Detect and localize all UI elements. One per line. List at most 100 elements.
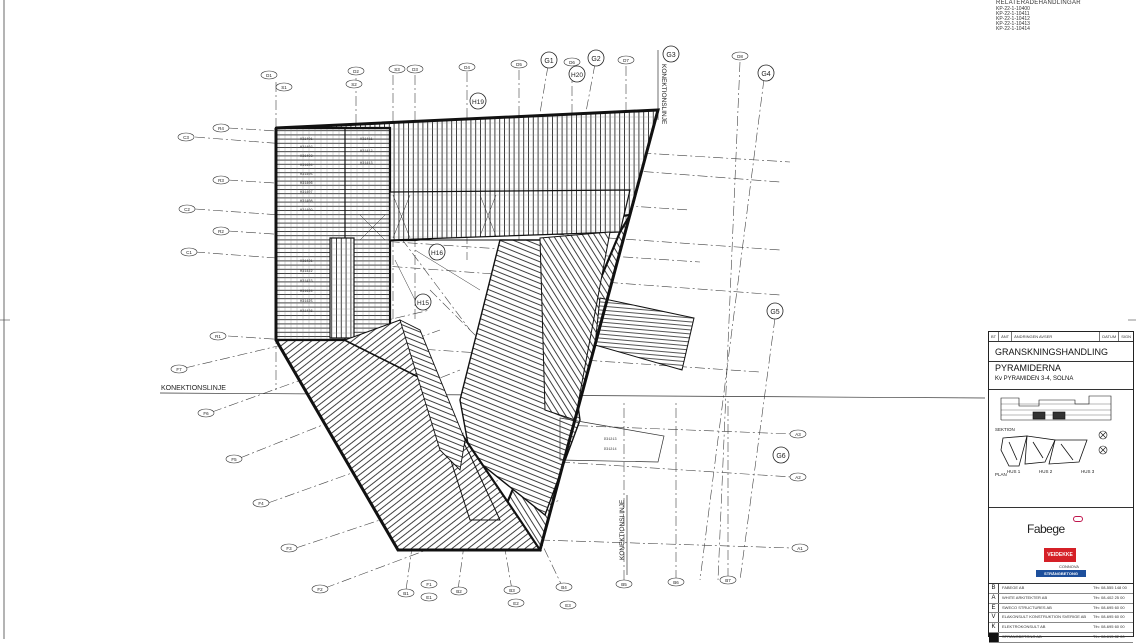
svg-text:H31423: H31423 bbox=[300, 280, 313, 284]
related-doc-item: KP-22-1-10400 bbox=[996, 6, 1030, 12]
grid-tag: C1 bbox=[180, 247, 198, 257]
revision-col: SIGN bbox=[1121, 334, 1131, 339]
related-documents: RELATERADEHANDLINGAR KP-22-1-10400 KP-22… bbox=[996, 0, 1081, 32]
svg-text:R4: R4 bbox=[218, 126, 224, 131]
grid-tag: S3 bbox=[388, 64, 406, 74]
svg-text:D31214: D31214 bbox=[604, 448, 617, 452]
key-plan-sketch: SEKTION PLAN HUS 1 HUS 2 HUS 3 bbox=[989, 390, 1133, 508]
svg-text:G3: G3 bbox=[666, 52, 675, 59]
svg-text:H31422: H31422 bbox=[300, 270, 313, 274]
svg-text:R1: R1 bbox=[215, 334, 221, 339]
grid-tag: A1 bbox=[791, 543, 809, 553]
svg-text:B6: B6 bbox=[673, 580, 679, 585]
key-plan-svg: SEKTION PLAN HUS 1 HUS 2 HUS 3 bbox=[995, 395, 1112, 477]
svg-text:D7: D7 bbox=[623, 58, 629, 63]
svg-text:H31425: H31425 bbox=[300, 300, 313, 304]
grid-bubble: G3 bbox=[662, 45, 680, 63]
revision-col: ÄNT bbox=[999, 332, 1013, 341]
title-block: BT ÄNT ÄNDRINGEN AVSER DATUM SIGN GRANSK… bbox=[988, 331, 1134, 643]
svg-text:G6: G6 bbox=[776, 453, 785, 460]
grid-tag: B5 bbox=[615, 579, 633, 589]
svg-text:C3: C3 bbox=[183, 135, 189, 140]
grid-tag: F2 bbox=[311, 584, 329, 594]
grid-bubble: G1 bbox=[540, 51, 558, 69]
revision-col: ÄNDRINGEN AVSER bbox=[1012, 332, 1101, 341]
grid-tag: A3 bbox=[789, 429, 807, 439]
related-doc-item: KP-22-1-10413 bbox=[996, 21, 1030, 27]
strangbetong-logo: STRÄNGBETONG bbox=[1036, 570, 1086, 577]
svg-text:D5: D5 bbox=[516, 62, 522, 67]
svg-text:R2: R2 bbox=[218, 229, 224, 234]
svg-text:B2: B2 bbox=[456, 589, 462, 594]
sketch-label-section: SEKTION bbox=[995, 427, 1015, 432]
grid-tag: F6 bbox=[197, 408, 215, 418]
property-name: Kv PYRAMIDEN 3-4, SOLNA bbox=[995, 376, 1074, 382]
grid-tag: S1 bbox=[275, 82, 293, 92]
grid-tag: R4 bbox=[212, 123, 230, 133]
grid-tag: F4 bbox=[252, 498, 270, 508]
svg-text:B7: B7 bbox=[725, 578, 731, 583]
svg-text:D6: D6 bbox=[569, 60, 575, 65]
konektionslinje-label-top: KONEKTIONSLINJE bbox=[660, 64, 667, 125]
svg-text:G5: G5 bbox=[770, 309, 779, 316]
grid-tag: D5 bbox=[510, 59, 528, 69]
related-doc-item: KP-22-1-10412 bbox=[996, 16, 1030, 22]
svg-text:F5: F5 bbox=[231, 457, 237, 462]
grid-tag: D3 bbox=[406, 64, 424, 74]
grid-bubbles: G1 G2 G3 G4 G5 G6 H19 H20 H16 H15 bbox=[414, 45, 790, 464]
svg-text:G4: G4 bbox=[761, 71, 770, 78]
svg-text:A2: A2 bbox=[795, 475, 801, 480]
grid-bubble: G2 bbox=[587, 49, 605, 67]
svg-text:F1: F1 bbox=[426, 582, 432, 587]
grid-tag: C3 bbox=[177, 132, 195, 142]
grid-tag: B4 bbox=[555, 582, 573, 592]
svg-text:D8: D8 bbox=[737, 54, 743, 59]
svg-text:D1: D1 bbox=[266, 73, 272, 78]
client-logo: Fabege bbox=[1027, 522, 1065, 536]
grid-tag: F1 bbox=[420, 579, 438, 589]
svg-text:H31403: H31403 bbox=[300, 155, 313, 159]
svg-text:H20: H20 bbox=[571, 72, 583, 79]
grid-tag: S2 bbox=[345, 79, 363, 89]
svg-text:F2: F2 bbox=[317, 587, 323, 592]
svg-text:H31407: H31407 bbox=[300, 191, 313, 195]
svg-text:C2: C2 bbox=[184, 207, 190, 212]
grid-tag: B6 bbox=[667, 577, 685, 587]
grid-tag: E2 bbox=[507, 598, 525, 608]
svg-text:D3: D3 bbox=[412, 67, 418, 72]
svg-text:H31409: H31409 bbox=[300, 209, 313, 213]
sketch-label-hus2: HUS 2 bbox=[1039, 469, 1053, 474]
grid-tag: E3 bbox=[559, 600, 577, 610]
svg-text:H31424: H31424 bbox=[300, 290, 313, 294]
svg-text:H31413: H31413 bbox=[360, 162, 373, 166]
grid-tag: D8 bbox=[731, 51, 749, 61]
svg-text:H31404: H31404 bbox=[300, 164, 313, 168]
grid-tag: C2 bbox=[178, 204, 196, 214]
sketch-label-hus1: HUS 1 bbox=[1007, 469, 1021, 474]
grid-tag: F7 bbox=[170, 364, 188, 374]
grid-tag: B2 bbox=[450, 586, 468, 596]
project-name: PYRAMIDERNA bbox=[995, 363, 1062, 373]
grid-tag: R1 bbox=[209, 331, 227, 341]
svg-text:C1: C1 bbox=[186, 250, 192, 255]
svg-text:G2: G2 bbox=[591, 56, 600, 63]
svg-text:H31411: H31411 bbox=[360, 138, 373, 142]
svg-text:R3: R3 bbox=[218, 178, 224, 183]
sketch-label-plan: PLAN bbox=[995, 472, 1007, 477]
grid-tag: B1 bbox=[397, 588, 415, 598]
svg-text:D31213: D31213 bbox=[604, 438, 617, 442]
grid-bubble: G4 bbox=[757, 64, 775, 82]
svg-text:H15: H15 bbox=[417, 300, 429, 307]
svg-text:H31405: H31405 bbox=[300, 173, 313, 177]
grid-tag: F5 bbox=[225, 454, 243, 464]
grid-tag: D6 bbox=[563, 57, 581, 67]
grid-tag: R3 bbox=[212, 175, 230, 185]
konektionslinje-label-left: KONEKTIONSLINJE bbox=[161, 385, 226, 392]
svg-text:B4: B4 bbox=[561, 585, 567, 590]
revision-col: DATUM bbox=[1100, 332, 1120, 341]
grid-tag: D7 bbox=[617, 55, 635, 65]
